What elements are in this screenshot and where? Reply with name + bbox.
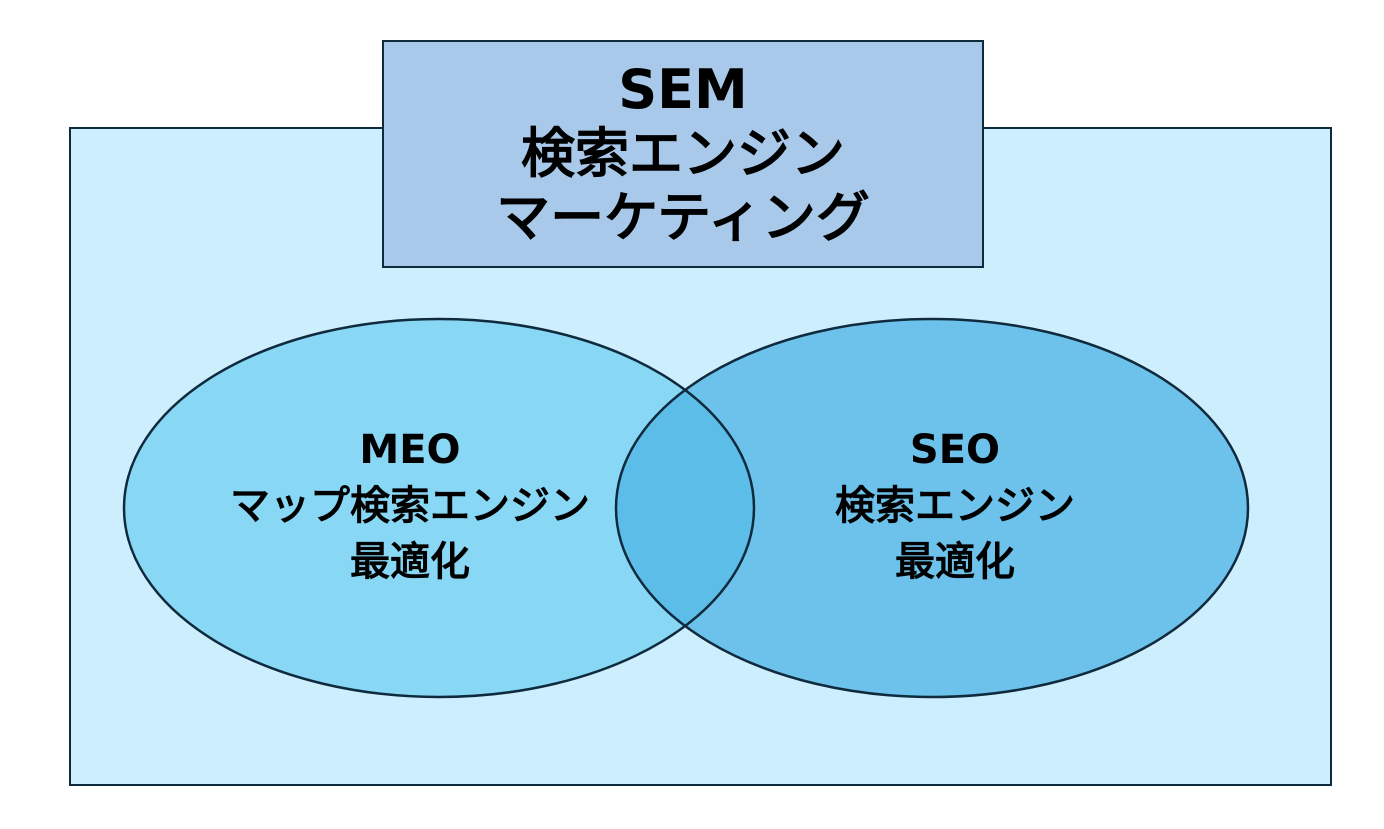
seo-ellipse-outline (614, 317, 1250, 699)
sem-title-line3: マーケティング (496, 186, 870, 249)
sem-title-line2: 検索エンジン (521, 122, 845, 185)
seo-abbrev: SEO (909, 427, 1001, 473)
meo-ellipse (124, 319, 754, 697)
meo-ellipse-outline (122, 317, 756, 699)
sem-title-abbrev: SEM (618, 58, 748, 121)
seo-ellipse (616, 319, 1248, 697)
meo-line3: 最適化 (350, 539, 470, 585)
meo-abbrev: MEO (359, 427, 461, 473)
seo-label: SEO 検索エンジン 最適化 (725, 422, 1185, 590)
meo-line2: マップ検索エンジン (230, 483, 590, 529)
sem-title-box: SEM 検索エンジン マーケティング (382, 40, 984, 268)
seo-line2: 検索エンジン (835, 483, 1075, 529)
seo-line3: 最適化 (895, 539, 1015, 585)
meo-label: MEO マップ検索エンジン 最適化 (180, 422, 640, 590)
